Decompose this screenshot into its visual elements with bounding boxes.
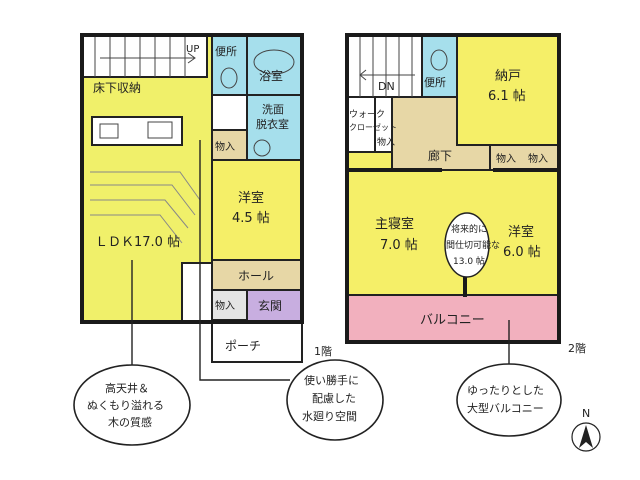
callout-middle-line3: 水廻り空間 — [302, 409, 357, 423]
label-porch: ポーチ — [225, 339, 261, 353]
room-toilet-1f — [211, 34, 248, 96]
label-floor1: 1階 — [314, 344, 332, 358]
room-bath — [246, 34, 303, 96]
bathtub-icon — [253, 49, 295, 75]
callout-left-line1: 高天井＆ — [105, 381, 149, 395]
callout-left-line2: ぬくもり溢れる — [87, 398, 164, 412]
room-ldk — [81, 34, 213, 323]
label-washroom-1: 洗面 — [262, 103, 284, 116]
room-western-1f — [211, 159, 303, 261]
room-storeroom — [456, 34, 560, 146]
label-storage-right-b: 物入 — [528, 152, 548, 165]
label-master: 主寝室 — [375, 216, 414, 232]
label-future-1: 将来的に — [451, 223, 487, 235]
callout-left-line3: 木の質感 — [108, 415, 152, 429]
label-entrance: 玄関 — [258, 298, 282, 313]
callout-right-line2: 大型バルコニー — [467, 401, 544, 415]
stair-arrow-up — [100, 52, 196, 64]
label-western-2f: 洋室 — [508, 224, 534, 240]
callout-right-line1: ゆったりとした — [467, 384, 544, 397]
label-toilet-1f: 便所 — [215, 45, 237, 58]
stair-treads-1f — [94, 35, 186, 77]
label-storeroom-size: 6.1 帖 — [488, 89, 526, 104]
floor2-plan — [345, 33, 561, 344]
label-stair-up: UP — [186, 44, 199, 55]
floor1-outer-wall — [80, 33, 304, 324]
room-storage-in — [211, 129, 248, 161]
compass-needle-icon — [579, 425, 593, 448]
label-storage-entry: 物入 — [215, 299, 235, 312]
label-floor2: 2階 — [568, 341, 586, 355]
label-walkin-2: クローゼット — [349, 122, 397, 132]
callout-middle-line2: 配慮した — [312, 391, 356, 405]
label-ldk: ＬＤＫ17.0 帖 — [95, 235, 180, 250]
label-future-3: 13.0 帖 — [453, 255, 485, 267]
label-western-1f: 洋室 — [238, 190, 264, 206]
room-storage-right — [489, 144, 560, 171]
label-washroom-2: 脱衣室 — [256, 117, 289, 131]
kitchen-counter — [91, 116, 183, 146]
callout-connectors — [131, 140, 510, 381]
sink-icon — [147, 121, 173, 139]
label-stair-dn: DN — [378, 80, 395, 93]
label-western-1f-size: 4.5 帖 — [232, 211, 270, 226]
label-underfloor: 床下収納 — [93, 81, 141, 95]
ceiling-lines — [90, 171, 201, 244]
future-partition-mark — [444, 212, 490, 278]
compass: N — [571, 407, 601, 452]
stair-arrow-down — [359, 69, 415, 81]
callout-left-bubble — [73, 364, 191, 446]
compass-label: N — [582, 407, 590, 420]
callout-middle-line1: 使い勝手に — [304, 373, 359, 387]
callout-right-bubble — [456, 363, 562, 437]
label-western-2f-size: 6.0 帖 — [503, 245, 541, 260]
washbasin-icon — [253, 139, 271, 157]
callout-middle-bubble — [286, 359, 384, 441]
toilet-bowl-icon-1f — [220, 67, 238, 89]
floor2-outer-wall — [345, 33, 561, 344]
stair-floor1 — [81, 34, 208, 78]
label-balcony: バルコニー — [420, 313, 485, 328]
label-walkin-1: ウォーク — [349, 109, 385, 120]
stair-treads-2f — [359, 35, 413, 97]
room-porch — [211, 321, 303, 363]
compass-ring — [571, 422, 601, 452]
callout-left: 高天井＆ ぬくもり溢れる 木の質感 — [73, 364, 191, 446]
stove-icon — [99, 123, 119, 139]
label-toilet-2f: 便所 — [424, 76, 446, 89]
label-closet-2f: 物入 — [377, 136, 395, 148]
room-toilet-2f — [421, 34, 458, 98]
label-storeroom: 納戸 — [495, 69, 521, 84]
floor1-plan — [80, 33, 304, 363]
label-future-2: 間仕切可能な — [446, 239, 500, 251]
callout-right: ゆったりとした 大型バルコニー — [456, 363, 562, 437]
toilet-bowl-icon-2f — [430, 49, 448, 71]
label-storage-right-a: 物入 — [496, 152, 516, 165]
callout-middle: 使い勝手に 配慮した 水廻り空間 — [286, 359, 384, 441]
label-storage-in: 物入 — [215, 140, 235, 153]
label-bath: 浴室 — [259, 68, 283, 83]
label-master-size: 7.0 帖 — [380, 238, 418, 253]
label-corridor: 廊下 — [428, 148, 452, 163]
label-hall: ホール — [238, 269, 274, 283]
